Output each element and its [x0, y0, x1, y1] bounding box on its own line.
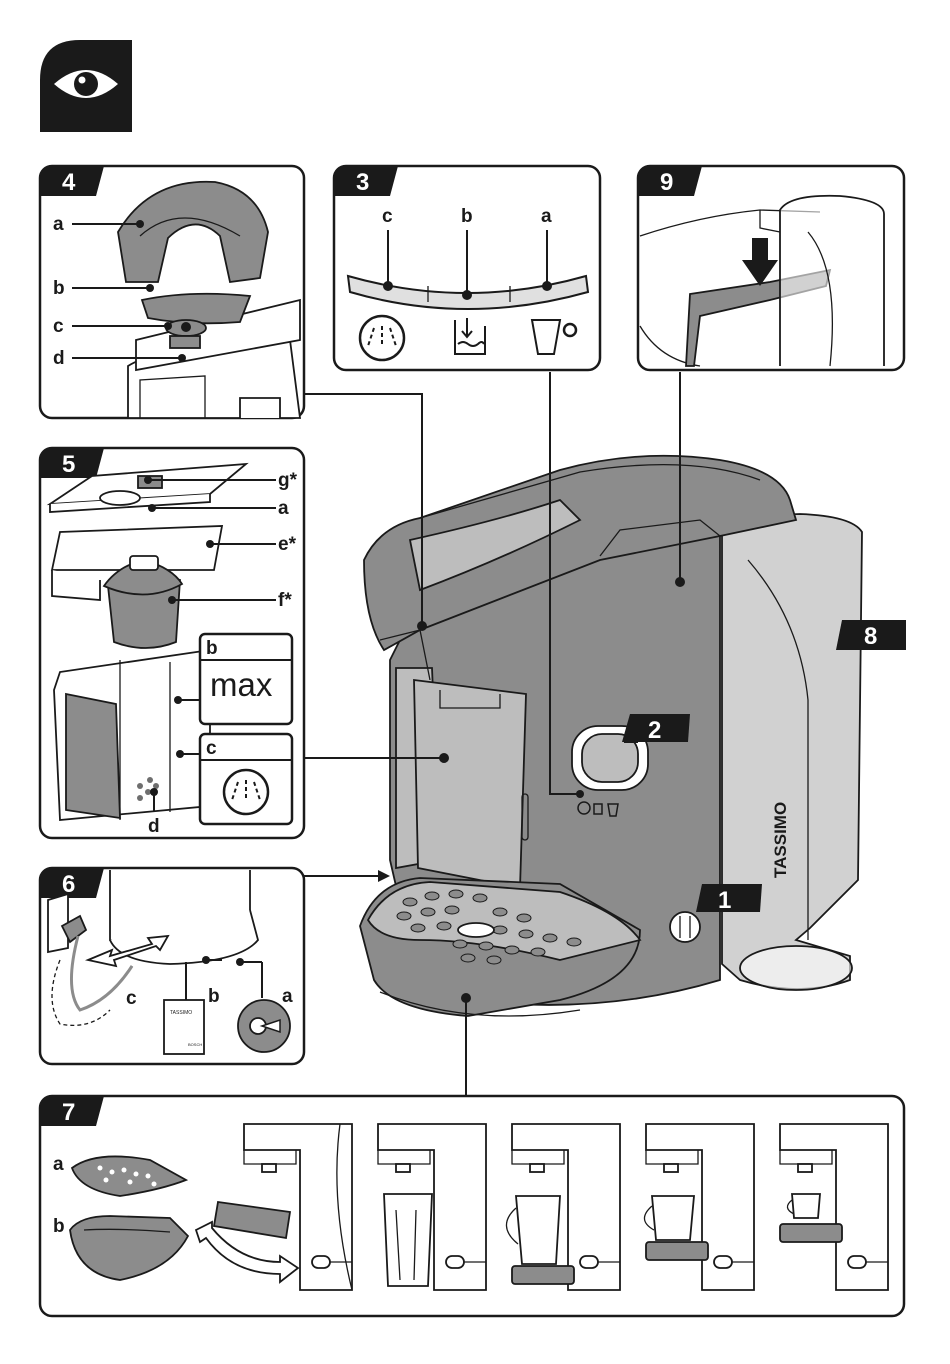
- panel-4: 4 a b c d: [38, 164, 306, 420]
- label-3b: b: [461, 206, 473, 227]
- label-6b: b: [208, 986, 220, 1007]
- panel-6: 6 TASSIMO BOSCH c b a: [38, 866, 306, 1066]
- mini-machine-4: [643, 1123, 755, 1291]
- label-4a: a: [53, 214, 64, 235]
- box-c-descale-icon: [222, 768, 270, 816]
- svg-text:8: 8: [864, 623, 877, 650]
- label-5a: a: [278, 498, 289, 519]
- mini-machine-1: [243, 1123, 353, 1291]
- label-3a: a: [541, 206, 552, 227]
- panel-9: 9: [636, 164, 906, 372]
- svg-text:2: 2: [648, 717, 661, 744]
- cup-height-sequence: [243, 1123, 889, 1291]
- panel-5-number: 5: [62, 451, 75, 478]
- callout-1: 1: [696, 884, 762, 914]
- label-5d: d: [148, 816, 160, 837]
- mini-machine-2: [377, 1123, 487, 1291]
- label-5f: f*: [278, 590, 292, 611]
- eye-icon: [40, 40, 132, 132]
- booklet-maker: BOSCH: [188, 1042, 202, 1047]
- box-b-letter: b: [206, 638, 218, 659]
- cup-icon: [530, 319, 578, 355]
- panel-4-number: 4: [62, 169, 76, 196]
- label-3c: c: [382, 206, 393, 227]
- label-5e: e*: [278, 534, 297, 555]
- machine-status-icons: [577, 801, 619, 817]
- coffee-machine: TASSIMO 8 2 1: [304, 372, 906, 1096]
- water-tank-icon: [454, 318, 486, 355]
- panel-9-number: 9: [660, 169, 673, 196]
- label-7b: b: [53, 1216, 65, 1237]
- descale-callout: c: [198, 732, 294, 826]
- label-4b: b: [53, 278, 65, 299]
- panel-5: 5 g* a e* f* d: [38, 446, 306, 840]
- panel-3: 3 c b a: [332, 164, 602, 372]
- service-tdisc-icon: [237, 999, 291, 1053]
- manual-booklet-icon: TASSIMO BOSCH: [163, 999, 205, 1055]
- label-6a: a: [282, 986, 293, 1007]
- callout-8: 8: [836, 620, 906, 650]
- panel-6-number: 6: [62, 871, 75, 898]
- label-6c: c: [126, 988, 137, 1009]
- machine-brand: TASSIMO: [771, 802, 790, 878]
- mini-machine-3: [505, 1123, 621, 1291]
- label-7a: a: [53, 1154, 64, 1175]
- descale-icon: [358, 314, 406, 362]
- box-c-letter: c: [206, 738, 217, 759]
- box-b-max: max: [210, 666, 273, 703]
- panel-3-number: 3: [356, 169, 369, 196]
- booklet-brand: TASSIMO: [170, 1010, 192, 1016]
- label-5g: g*: [278, 470, 298, 491]
- svg-text:1: 1: [718, 887, 731, 914]
- callout-2: 2: [622, 714, 690, 744]
- label-4c: c: [53, 316, 64, 337]
- label-4d: d: [53, 348, 65, 369]
- max-level-callout: b max: [198, 632, 294, 726]
- mini-machine-5: [779, 1123, 889, 1291]
- panel-7-number: 7: [62, 1099, 75, 1126]
- panel-7: 7 a b: [38, 1094, 906, 1318]
